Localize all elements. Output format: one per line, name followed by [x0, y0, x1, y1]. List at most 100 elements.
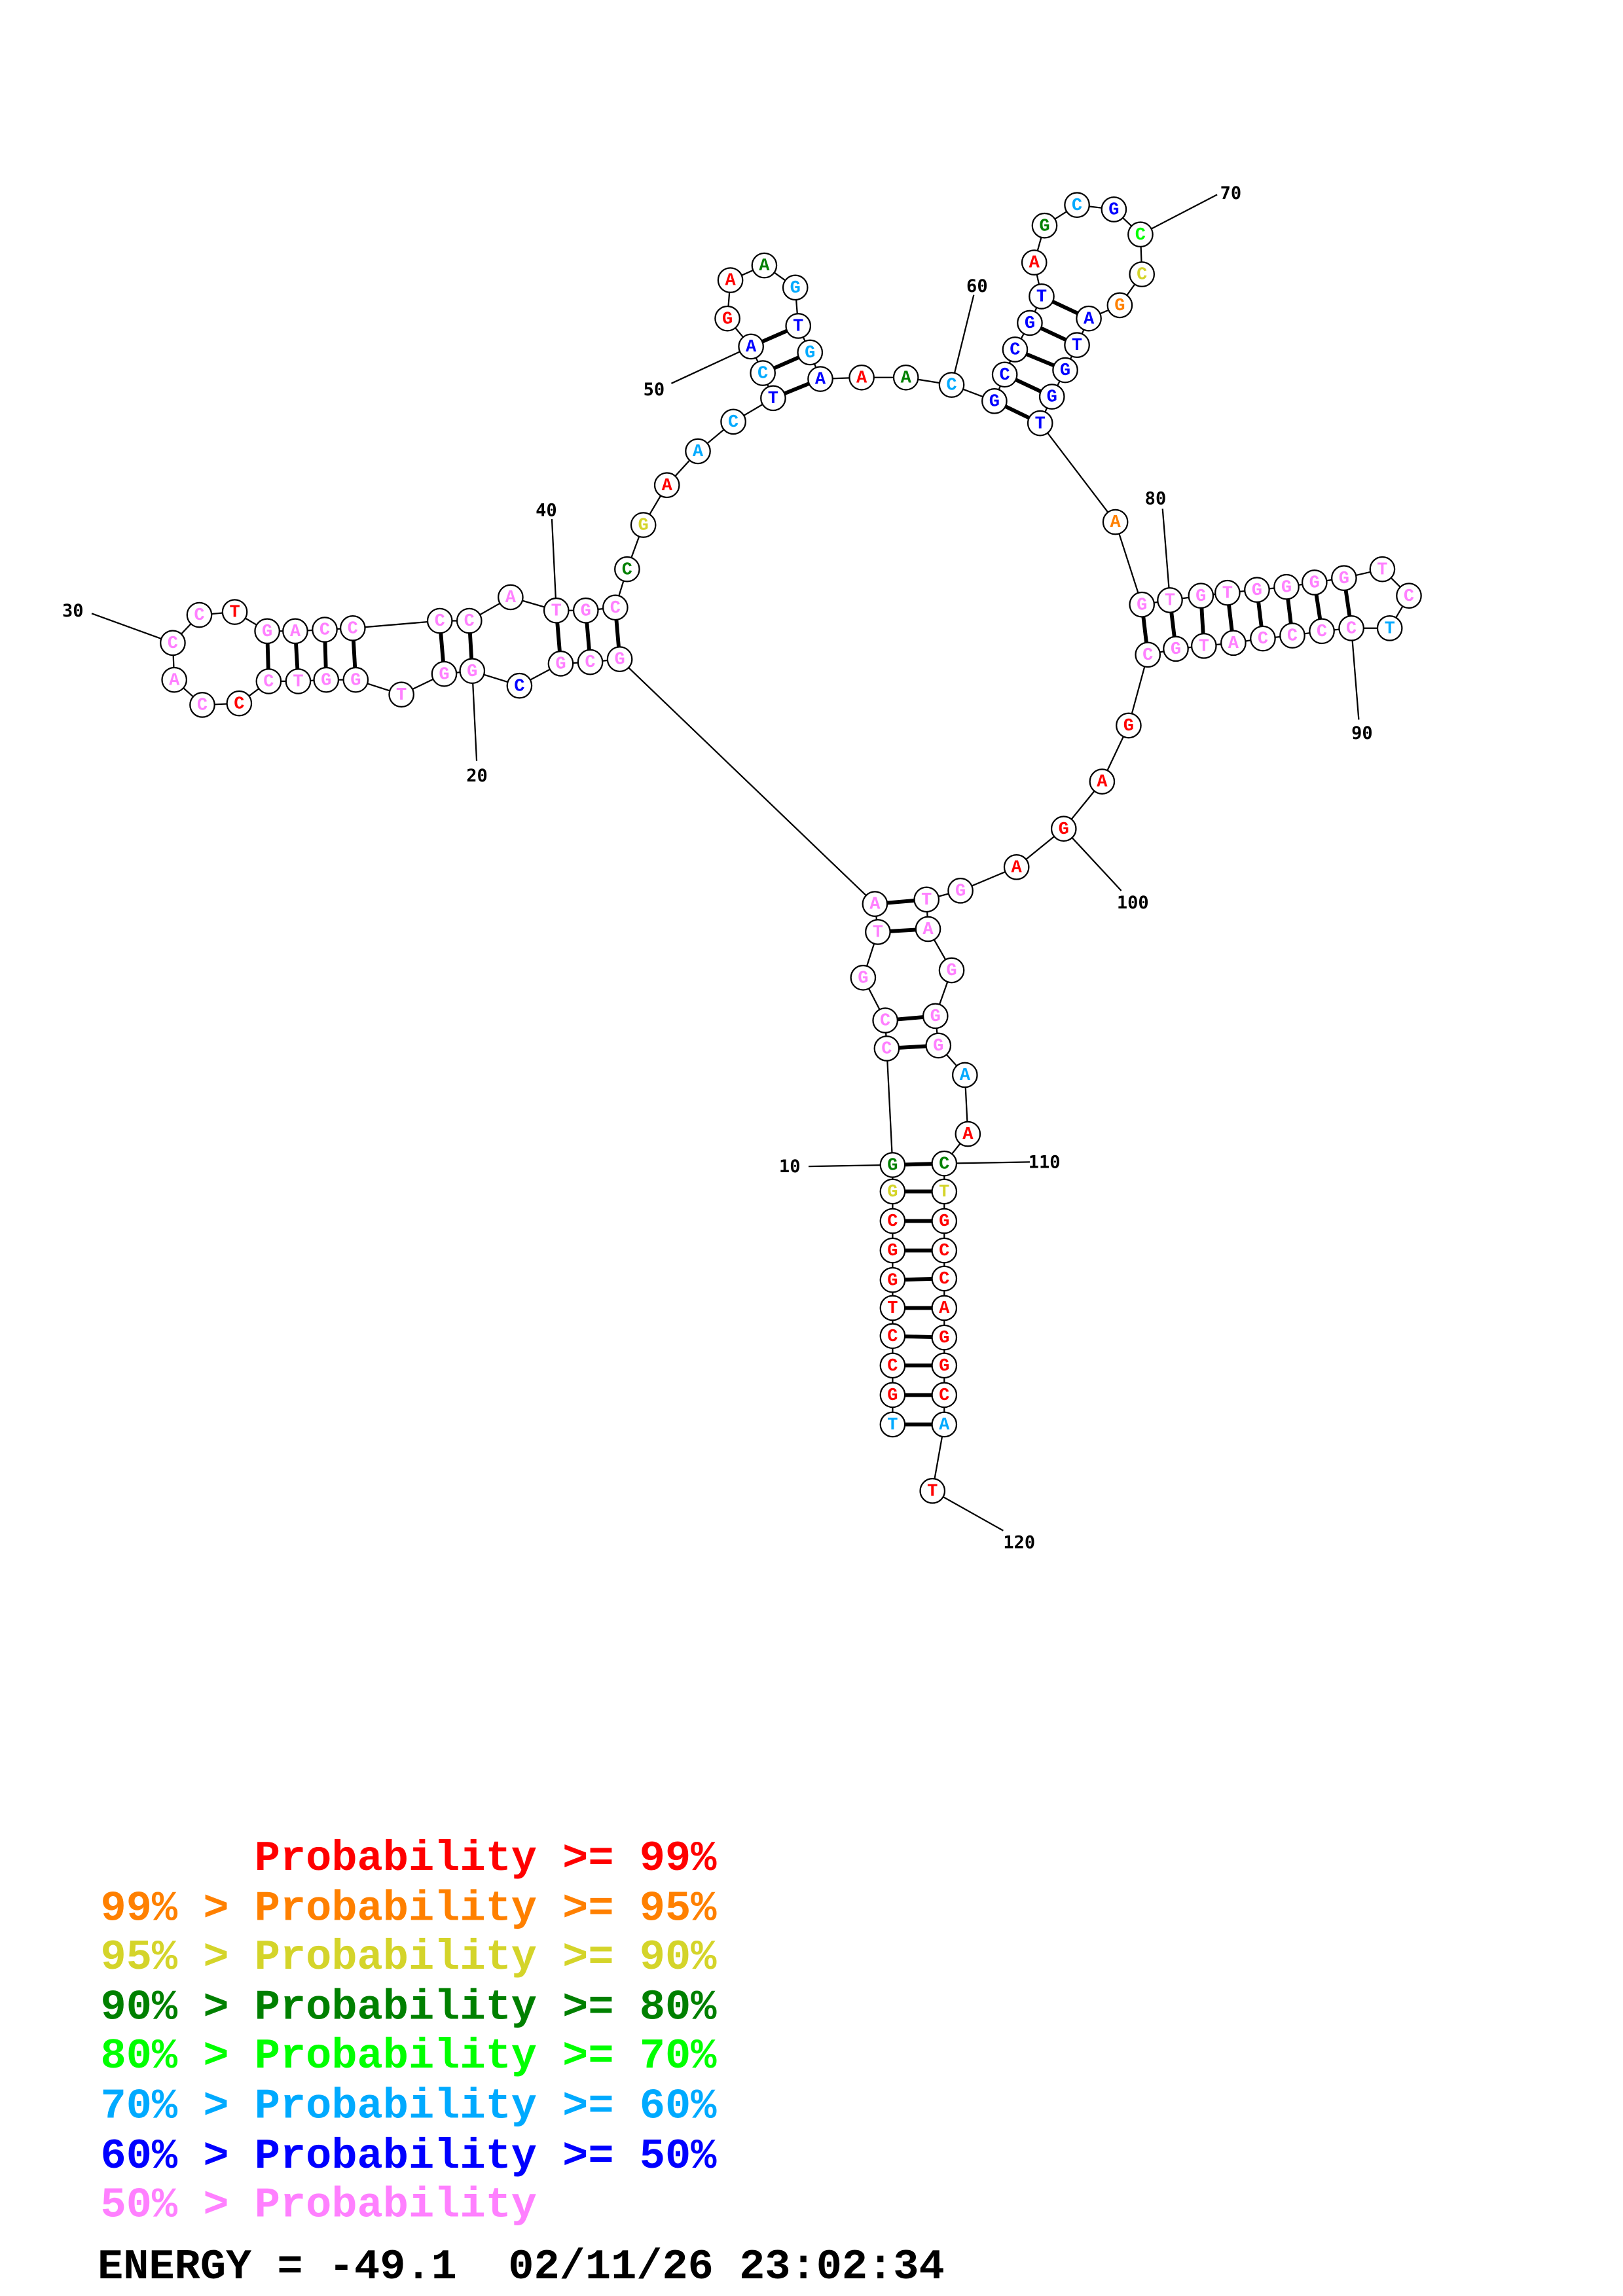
nucleotide-letter: G: [350, 670, 361, 691]
nucleotide-letter: C: [880, 1011, 890, 1031]
nucleotide-51: G: [714, 305, 740, 332]
nucleotide-letter: C: [939, 1241, 949, 1261]
nucleotide-letter: G: [858, 968, 868, 988]
legend-item-50: 60% > Probability >= 50%: [101, 2132, 718, 2181]
nucleotide-circle: [1021, 249, 1048, 276]
nucleotide-circle: [1396, 583, 1422, 609]
nucleotide-61: G: [981, 388, 1008, 414]
nucleotide-87: T: [1369, 556, 1396, 583]
nucleotide-letter: G: [1114, 296, 1125, 316]
nucleotide-circle: [879, 1323, 906, 1350]
nucleotide-circle: [160, 630, 186, 656]
nucleotide-letter: T: [1035, 414, 1046, 434]
nucleotide-circle: [913, 886, 940, 913]
nucleotide-letter: G: [955, 881, 966, 901]
nucleotide-82: T: [1214, 579, 1241, 606]
nucleotide-52: A: [717, 267, 744, 293]
nucleotide-105: G: [938, 957, 965, 984]
nucleotide-110: C: [931, 1150, 958, 1177]
nucleotide-letter: C: [1072, 196, 1082, 216]
nucleotide-circle: [459, 658, 486, 684]
nucleotide-43: C: [614, 556, 640, 583]
nucleotide-119: A: [931, 1411, 958, 1438]
nucleotide-letter: C: [622, 560, 632, 580]
nucleotide-circle: [947, 878, 974, 904]
nucleotide-27: C: [226, 690, 253, 717]
position-label-90: 90: [1351, 723, 1373, 744]
position-leader-line: [551, 519, 557, 611]
nucleotide-circle: [931, 1382, 958, 1408]
nucleotide-15: A: [862, 891, 888, 917]
nucleotide-109: A: [955, 1121, 981, 1147]
nucleotide-letter: C: [435, 611, 445, 632]
nucleotide-24: G: [313, 666, 340, 693]
nucleotide-83: G: [1244, 577, 1270, 603]
nucleotide-circle: [931, 1237, 958, 1264]
nucleotide-letter: C: [464, 611, 475, 632]
nucleotide-circle: [577, 649, 604, 675]
position-leader-line: [808, 1164, 893, 1168]
nucleotide-2: G: [879, 1382, 906, 1408]
nucleotide-letter: C: [939, 1386, 949, 1406]
nucleotide-circle: [572, 597, 599, 624]
nucleotide-14: T: [865, 919, 891, 945]
nucleotide-circle: [614, 556, 640, 583]
nucleotide-letter: T: [1165, 591, 1175, 611]
nucleotide-114: C: [931, 1265, 958, 1292]
nucleotide-letter: C: [946, 376, 957, 396]
nucleotide-107: G: [925, 1032, 952, 1059]
nucleotide-letter: C: [1258, 629, 1268, 649]
nucleotide-108: A: [951, 1062, 978, 1088]
nucleotide-letter: C: [197, 696, 208, 716]
nucleotide-letter: T: [887, 1299, 898, 1319]
nucleotide-7: G: [879, 1237, 906, 1264]
nucleotide-letter: G: [939, 1328, 949, 1348]
nucleotide-circle: [931, 1352, 958, 1379]
nucleotide-circle: [879, 1352, 906, 1379]
base-pair-lines: [265, 295, 1354, 1427]
nucleotide-circle: [865, 919, 891, 945]
nucleotide-letter: C: [194, 605, 204, 626]
nucleotide-letter: C: [263, 672, 274, 692]
nucleotide-circle: [879, 1295, 906, 1321]
nucleotide-63: C: [1002, 336, 1029, 363]
position-label-30: 30: [62, 601, 84, 621]
nucleotide-circle: [750, 360, 776, 386]
nucleotide-113: C: [931, 1237, 958, 1264]
nucleotide-62: C: [991, 361, 1018, 388]
nucleotide-circle: [255, 668, 282, 694]
nucleotide-118: C: [931, 1382, 958, 1408]
nucleotide-letter: G: [946, 961, 957, 981]
nucleotide-letter: T: [293, 672, 303, 692]
nucleotide-18: G: [547, 651, 574, 677]
nucleotide-letter: A: [1097, 772, 1108, 793]
nucleotide-44: G: [630, 512, 657, 538]
nucleotide-circle: [938, 372, 965, 398]
nucleotide-21: G: [431, 660, 458, 687]
backbone-lines: [172, 204, 1410, 1492]
nucleotide-39: A: [498, 584, 524, 611]
nucleotide-circle: [931, 1411, 958, 1438]
nucleotide-circle: [1163, 636, 1189, 662]
nucleotide-circle: [931, 1150, 958, 1177]
nucleotide-letter: C: [1317, 622, 1327, 642]
nucleotide-circle: [879, 1266, 906, 1293]
nucleotide-letter: C: [1137, 265, 1147, 285]
nucleotide-circle: [1052, 357, 1078, 384]
nucleotide-circle: [738, 333, 764, 360]
nucleotide-letter: A: [922, 920, 934, 940]
nucleotide-letter: G: [1025, 314, 1035, 334]
nucleotide-26: C: [255, 668, 282, 694]
nucleotide-100: G: [1050, 816, 1077, 842]
position-leader-line: [944, 1161, 1030, 1164]
backbone-segment: [886, 1048, 894, 1165]
nucleotide-57: A: [807, 366, 833, 392]
nucleotide-30: C: [160, 630, 186, 656]
nucleotide-17: C: [577, 649, 604, 675]
nucleotide-letter: A: [725, 271, 736, 291]
nucleotide-letter: T: [396, 685, 407, 706]
nucleotide-circle: [226, 690, 253, 717]
legend-item-below-50: 50% > Probability: [101, 2181, 537, 2229]
nucleotide-letter: T: [887, 1415, 898, 1435]
